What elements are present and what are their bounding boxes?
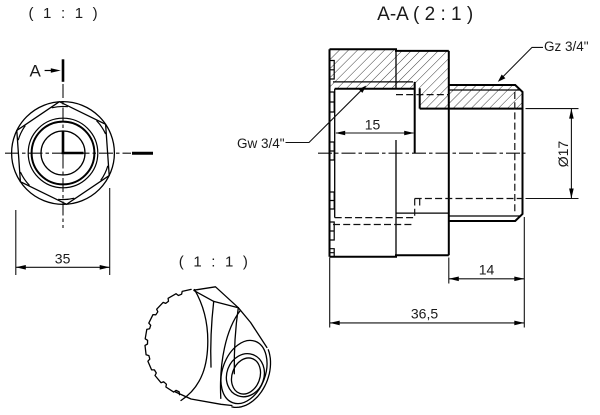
svg-text:( 1 : 1 ): ( 1 : 1 ) bbox=[179, 253, 251, 270]
svg-text:35: 35 bbox=[55, 251, 71, 267]
svg-text:( 1 : 1 ): ( 1 : 1 ) bbox=[28, 5, 100, 22]
svg-text:Gz 3/4": Gz 3/4" bbox=[544, 39, 589, 54]
svg-text:14: 14 bbox=[479, 262, 495, 278]
svg-text:36,5: 36,5 bbox=[411, 306, 438, 322]
svg-text:A: A bbox=[30, 62, 42, 81]
svg-text:Gw 3/4": Gw 3/4" bbox=[237, 136, 285, 151]
svg-text:A-A ( 2 : 1 ): A-A ( 2 : 1 ) bbox=[377, 4, 473, 25]
svg-text:15: 15 bbox=[365, 117, 381, 133]
svg-text:Ø17: Ø17 bbox=[555, 141, 571, 168]
